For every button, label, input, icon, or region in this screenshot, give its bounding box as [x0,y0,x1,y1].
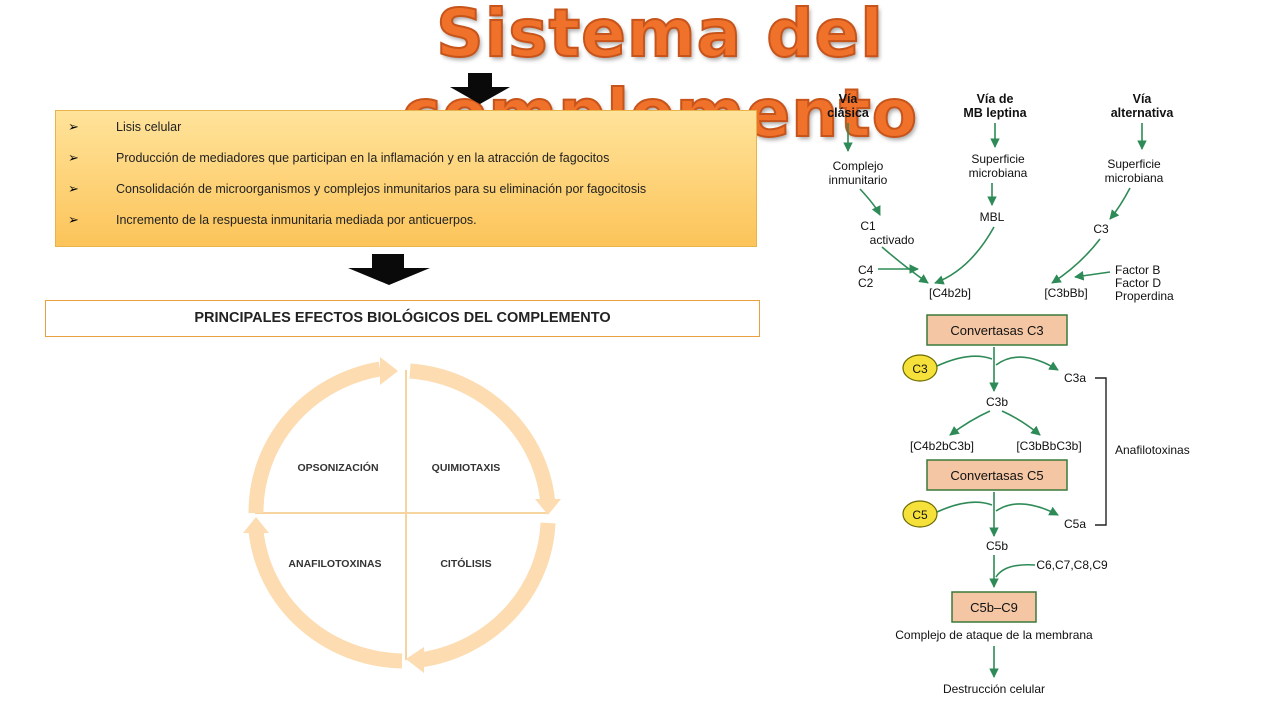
c4b2bc3b-label: [C4b2bC3b] [910,439,974,453]
via-mb-label: Vía de [977,92,1014,106]
c5b-c9-box [951,591,1037,623]
superficie-microbiana-label: microbiana [1105,171,1164,185]
destruccion-celular-label: Destrucción celular [943,682,1045,696]
cycle-label-anafilotoxinas: ANAFILOTOXINAS [288,558,382,570]
factors-label: Properdina [1115,289,1174,303]
arrow-bullet-icon: ➢ [68,212,79,227]
superficie-microbiana-label: Superficie [1107,157,1161,171]
arrow-bullet-icon: ➢ [68,181,79,196]
c3-label: C3 [1093,222,1109,236]
convertasas-c3-label: Convertasas C3 [950,323,1043,338]
effects-cycle-diagram: OPSONIZACIÓN QUIMIOTAXIS CITÓLISIS ANAFI… [230,355,570,680]
complejo-inmunitario-label: Complejo [833,159,884,173]
factors-label: Factor D [1115,276,1161,290]
c4b2b-label: [C4b2b] [929,286,971,300]
c3bbb-label: [C3bBb] [1044,286,1087,300]
superficie-microbiana-label: microbiana [969,166,1028,180]
cycle-arc-bottom-right [418,522,556,668]
factors-label: Factor B [1115,263,1160,277]
c3-circle-label: C3 [912,362,928,376]
anafilotoxinas-bracket [1095,377,1107,526]
c5a-label: C5a [1064,517,1086,531]
c3bbbc3b-label: [C3bBbC3b] [1016,439,1081,453]
via-clasica-label: Vía [839,92,859,106]
c5-circle [902,500,938,528]
arrow-bullet-icon: ➢ [68,150,79,165]
arrow-bullet-icon: ➢ [68,119,79,134]
list-item: ➢Incremento de la respuesta inmunitaria … [66,208,746,239]
cycle-label-opsonizacion: OPSONIZACIÓN [297,462,379,474]
c5b-label: C5b [986,539,1008,553]
list-item: ➢Producción de mediadores que participan… [66,146,746,177]
effects-list: ➢Lisis celular ➢Producción de mediadores… [66,115,746,239]
down-arrow-icon [450,73,510,104]
via-alternativa-label: alternativa [1111,106,1175,120]
list-item: ➢Consolidación de microorganismos y comp… [66,177,746,208]
c3a-label: C3a [1064,371,1086,385]
complejo-ataque-label: Complejo de ataque de la membrana [895,628,1093,642]
c3b-label: C3b [986,395,1008,409]
cycle-arc-bottom-left [248,530,403,669]
anafilotoxinas-label: Anafilotoxinas [1115,443,1190,457]
complement-pathway-diagram: Vía clásica Vía de MB leptina Vía altern… [827,92,1190,696]
list-item: ➢Lisis celular [66,115,746,146]
c4-c2-label: C2 [858,276,874,290]
superficie-microbiana-label: Superficie [971,152,1025,166]
down-arrow-icon [348,254,430,285]
complejo-inmunitario-label: inmunitario [829,173,888,187]
c1-activado-label: C1 [860,219,876,233]
via-alternativa-label: Vía [1133,92,1153,106]
cycle-arc-top-left [248,361,382,514]
c4-c2-label: C4 [858,263,874,277]
cycle-arrowhead [243,517,269,533]
via-mb-label: MB leptina [963,106,1027,120]
cycle-arrowhead [380,357,398,385]
convertasas-c5-box [926,459,1068,491]
convertasas-c5-label: Convertasas C5 [950,468,1043,483]
cycle-arrowhead [535,499,561,515]
c5b-c9-label: C5b–C9 [970,600,1018,615]
cycle-arrowhead [406,647,424,673]
c3-circle [902,354,938,382]
cycle-label-quimiotaxis: QUIMIOTAXIS [431,462,501,474]
effects-list-box: ➢Lisis celular ➢Producción de mediadores… [55,110,757,247]
cycle-label-citolisis: CITÓLISIS [440,558,492,570]
effects-heading: PRINCIPALES EFECTOS BIOLÓGICOS DEL COMPL… [45,300,760,337]
c1-activado-label: activado [870,233,915,247]
cycle-arc-top-right [409,363,556,506]
mbl-label: MBL [980,210,1005,224]
convertasas-c3-box [926,314,1068,346]
c5-circle-label: C5 [912,508,928,522]
cycle-graphic [243,357,561,673]
via-clasica-label: clásica [827,106,870,120]
c6-c9-label: C6,C7,C8,C9 [1036,558,1108,572]
